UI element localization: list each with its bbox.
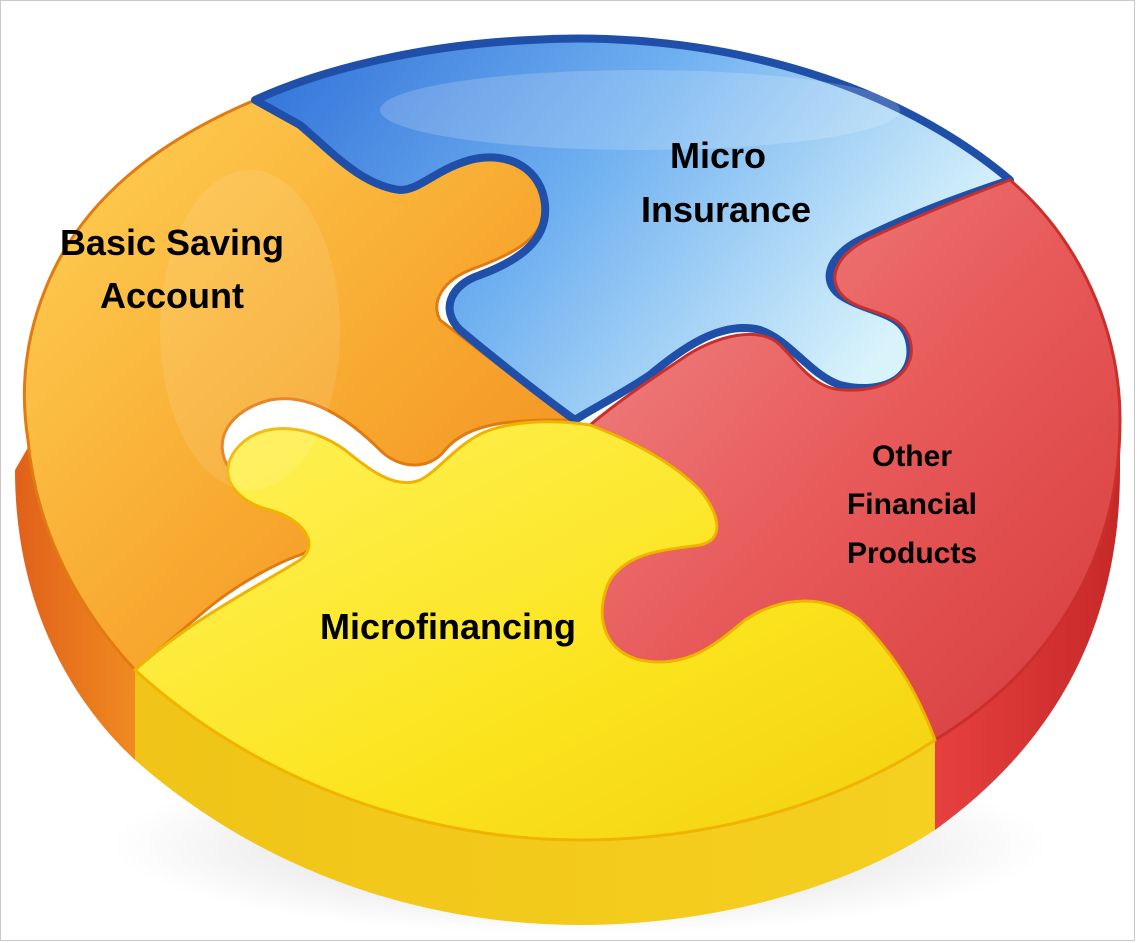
label-micro-insurance-line1: Micro [670,135,766,176]
label-micro-insurance-line2: Insurance [641,189,811,230]
label-basic-saving-line1: Basic Saving [60,222,284,263]
piece-microfinancing [132,420,937,842]
gloss-highlight-left [160,170,340,490]
gloss-highlight [380,70,900,150]
label-other-financial-line3: Products [847,537,977,570]
label-microfinancing: Microfinancing [320,606,576,647]
label-basic-saving-line2: Account [100,275,244,316]
label-other-financial-line2: Financial [847,488,977,521]
label-other-financial-line1: Other [872,440,952,473]
piece-micro-insurance [251,34,1014,424]
